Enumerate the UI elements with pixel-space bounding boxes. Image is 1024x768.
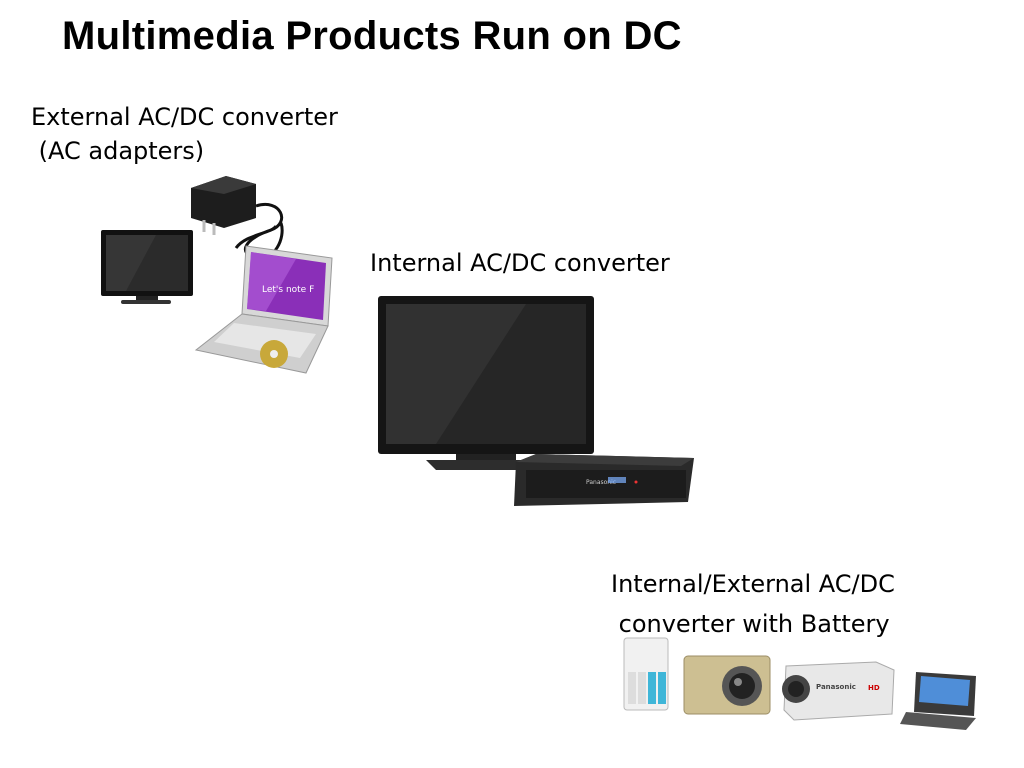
- digital-camera-icon: [683, 655, 771, 715]
- slide-title: Multimedia Products Run on DC: [62, 14, 682, 58]
- camcorder-brand-text: Panasonic: [816, 683, 856, 691]
- external-converter-label: External AC/DC converter (AC adapters): [31, 100, 338, 168]
- battery-converter-line1: Internal/External AC/DC: [611, 570, 895, 598]
- camcorder-badge-text: HD: [868, 684, 880, 692]
- battery-converter-label: Internal/External AC/DC converter with B…: [611, 564, 895, 644]
- ac-adapter-icon: [191, 176, 284, 260]
- external-devices-illustration: Let's note F: [101, 176, 333, 374]
- laptop-screen-text: Let's note F: [262, 285, 314, 295]
- flat-monitor-icon: [101, 230, 193, 304]
- camcorder-icon: Panasonic HD: [782, 661, 895, 721]
- portable-player-icon: [900, 672, 976, 730]
- blu-ray-recorder-icon: Panasonic: [514, 454, 694, 506]
- internal-converter-label: Internal AC/DC converter: [370, 249, 670, 277]
- recorder-brand-text: Panasonic: [586, 479, 616, 486]
- external-converter-line1: External AC/DC converter: [31, 103, 338, 131]
- battery-converter-line2: converter with Battery: [611, 610, 890, 638]
- battery-charger-icon: [623, 637, 669, 711]
- internal-devices-illustration: Panasonic: [378, 296, 694, 506]
- battery-devices-illustration: Panasonic HD: [623, 637, 976, 730]
- laptop-icon: Let's note F: [194, 245, 333, 374]
- external-converter-line2: (AC adapters): [31, 137, 205, 165]
- flat-panel-tv-icon: [378, 296, 594, 470]
